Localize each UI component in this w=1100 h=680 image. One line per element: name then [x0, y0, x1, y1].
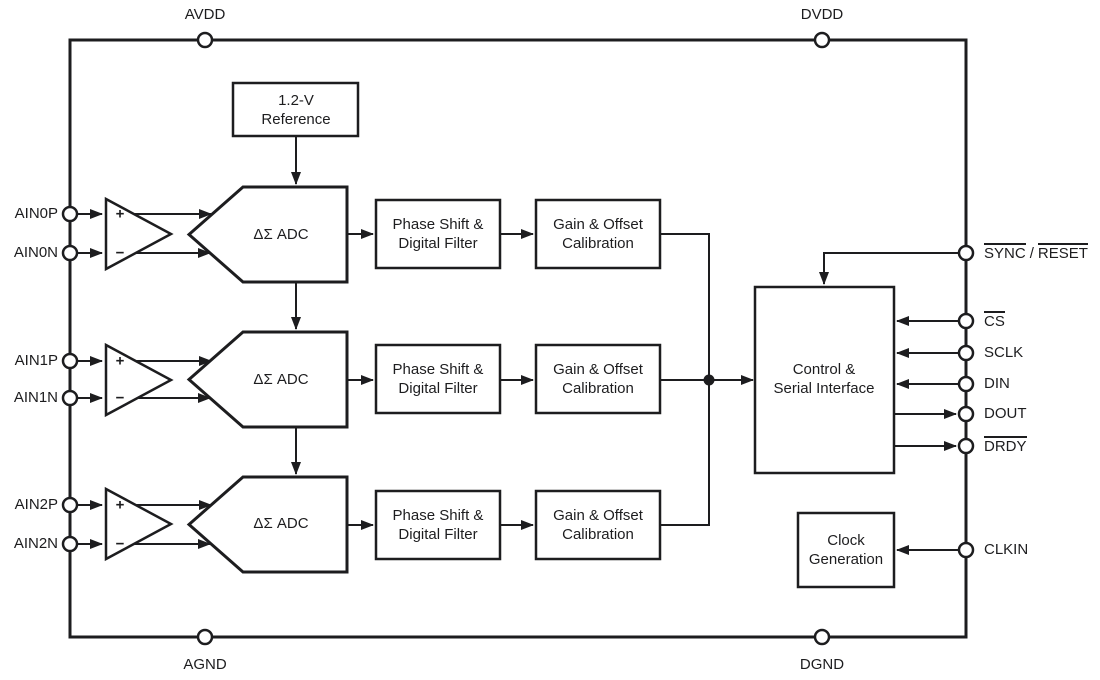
cal1-box: [534, 343, 662, 415]
filter1-label: Phase Shift &Digital Filter: [392, 361, 484, 397]
reset-label-part: RESET: [1037, 243, 1088, 262]
pin-ain1n: [61, 389, 79, 407]
agnd-label: AGND: [183, 656, 227, 673]
pin-cs: [957, 312, 975, 330]
pin-sync-reset: [957, 244, 975, 262]
dvdd-label: DVDD: [800, 6, 844, 23]
ain1p-label: AIN1P: [14, 352, 58, 369]
amplifier1: [104, 342, 174, 418]
adc1-block: [186, 330, 349, 429]
sclk-label: SCLK: [984, 344, 1024, 361]
amplifier0: [104, 196, 174, 272]
dgnd-label: DGND: [799, 656, 845, 673]
pin-ain0n: [61, 244, 79, 262]
filter0-label: Phase Shift &Digital Filter: [392, 216, 484, 252]
ain1n-label: AIN1N: [13, 389, 58, 406]
dout-label: DOUT: [984, 405, 1027, 422]
pin-dvdd: [813, 31, 831, 49]
sync-reset-label: SYNC/RESET: [984, 243, 1088, 263]
adc1-label: ΔΣ ADC: [253, 371, 309, 388]
filter1-box: [374, 343, 502, 415]
sync-label-part: SYNC: [984, 243, 1026, 262]
pin-ain2n: [61, 535, 79, 553]
pin-clkin: [957, 541, 975, 559]
amp0-minus-sign: −: [115, 244, 125, 262]
adc0-block: [186, 185, 349, 284]
ain2n-label: AIN2N: [13, 535, 58, 552]
adc0-label: ΔΣ ADC: [253, 226, 309, 243]
ain0n-label: AIN0N: [13, 244, 58, 261]
din-label: DIN: [984, 375, 1010, 392]
cs-label: CS: [984, 311, 1005, 330]
cal0-box: [534, 198, 662, 270]
clock-box: [796, 511, 896, 589]
amplifier2: [104, 486, 174, 562]
pin-ain2p: [61, 496, 79, 514]
pin-agnd: [196, 628, 214, 646]
junction-dot: [703, 374, 715, 386]
pin-din: [957, 375, 975, 393]
wire-cal0-to-junction: [660, 233, 710, 380]
wire-cal2-to-junction: [660, 380, 710, 526]
pin-drdy: [957, 437, 975, 455]
pin-dout: [957, 405, 975, 423]
amp0-plus-sign: +: [115, 205, 125, 223]
ain2p-label: AIN2P: [14, 496, 58, 513]
adc2-block: [186, 475, 349, 574]
chip-outline: [68, 38, 968, 639]
avdd-label: AVDD: [184, 6, 226, 23]
sync-reset-separator: /: [1029, 245, 1034, 262]
amp2-plus-sign: +: [115, 496, 125, 514]
pin-dgnd: [813, 628, 831, 646]
filter2-box: [374, 489, 502, 561]
wire-sync-to-control: [819, 252, 959, 285]
filter2-label: Phase Shift &Digital Filter: [392, 507, 484, 543]
clkin-label: CLKIN: [984, 541, 1029, 558]
amp1-plus-sign: +: [115, 352, 125, 370]
pin-sclk: [957, 344, 975, 362]
amp2-minus-sign: −: [115, 535, 125, 553]
adc2-label: ΔΣ ADC: [253, 515, 309, 532]
control-box: [753, 285, 896, 475]
filter0-box: [374, 198, 502, 270]
cal2-box: [534, 489, 662, 561]
pin-avdd: [196, 31, 214, 49]
drdy-label: DRDY: [984, 436, 1027, 455]
pin-ain0p: [61, 205, 79, 223]
ain0p-label: AIN0P: [14, 205, 58, 222]
pin-ain1p: [61, 352, 79, 370]
reference-box: [231, 81, 360, 138]
amp1-minus-sign: −: [115, 389, 125, 407]
control-label: Control &Serial Interface: [773, 361, 875, 397]
